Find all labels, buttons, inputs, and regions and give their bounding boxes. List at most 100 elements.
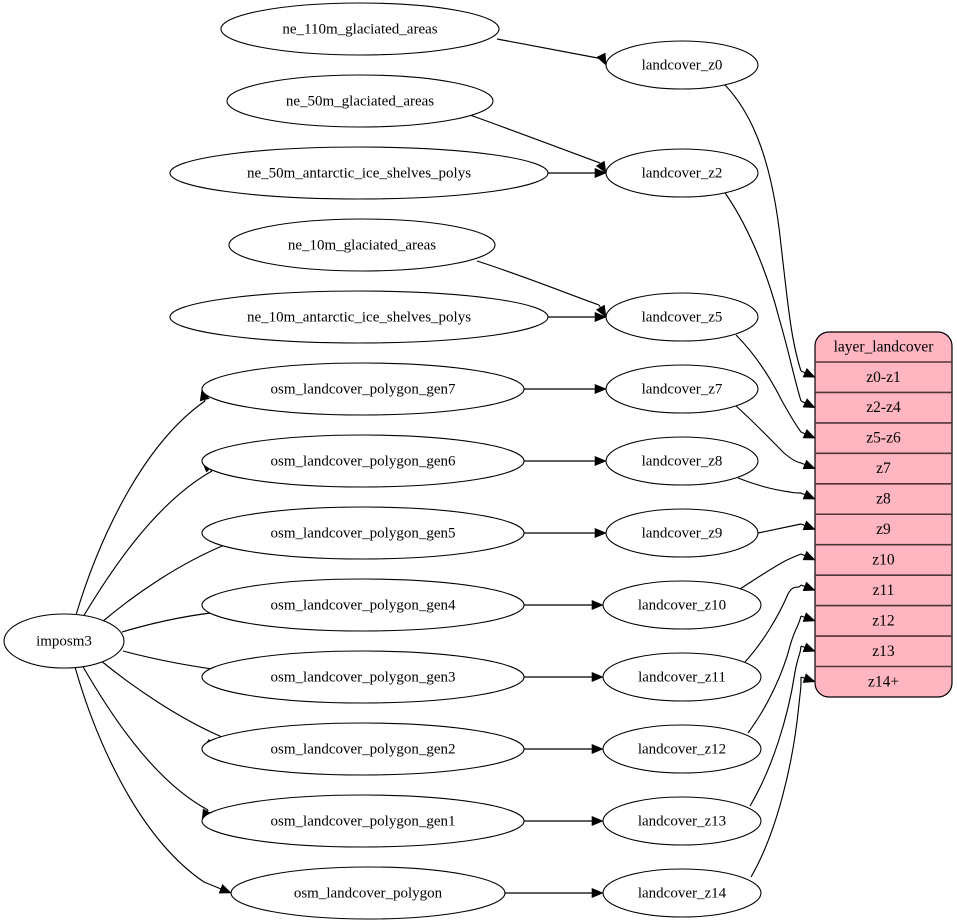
edge-landcover_z14-to-row-z14plus [750,673,816,878]
node-ne_50m_antarctic_ice_shelves_polys[interactable]: ne_50m_antarctic_ice_shelves_polys [169,146,549,200]
node-shape-landcover-view [605,148,759,198]
edge-osm_landcover_polygon_gen3-to-landcover_z11 [524,671,604,683]
node-osm_landcover_polygon_gen2[interactable]: osm_landcover_polygon_gen2 [201,722,525,776]
edge-osm_landcover_polygon_gen1-to-landcover_z13 [524,815,604,827]
table-row-z13[interactable] [815,636,952,666]
table-row-z10[interactable] [815,545,952,575]
node-ne_10m_glaciated_areas[interactable]: ne_10m_glaciated_areas [228,218,496,272]
node-shape-landcover-view [602,580,762,630]
arrowhead-icon [591,671,604,683]
table-row-z7[interactable] [815,453,952,483]
node-shape-landcover-view [602,724,762,774]
node-shape-natural-earth [169,146,549,200]
node-ne_50m_glaciated_areas[interactable]: ne_50m_glaciated_areas [226,74,494,128]
node-osm_landcover_polygon_gen3[interactable]: osm_landcover_polygon_gen3 [201,650,525,704]
arrowhead-icon [802,368,816,378]
node-landcover_z0[interactable]: landcover_z0 [605,40,759,90]
table-row-z5-z6[interactable] [815,423,952,453]
node-landcover_z14[interactable]: landcover_z14 [602,868,762,918]
edge-imposm3-to-osm_landcover_polygon [74,666,232,894]
node-shape-landcover-view [602,868,762,918]
arrowhead-icon [591,599,604,611]
node-osm_landcover_polygon[interactable]: osm_landcover_polygon [230,866,506,920]
table-row-z12[interactable] [815,606,952,636]
table-row-z11[interactable] [815,575,952,605]
arrowhead-icon [802,673,816,683]
node-landcover_z8[interactable]: landcover_z8 [605,436,759,486]
edge-landcover_z11-to-row-z11 [744,581,816,663]
node-osm_landcover_polygon_gen6[interactable]: osm_landcover_polygon_gen6 [201,434,525,488]
node-osm_landcover_polygon_gen1[interactable]: osm_landcover_polygon_gen1 [201,794,525,848]
edge-imposm3-to-osm_landcover_polygon_gen7 [75,388,210,616]
table-row-z14+[interactable] [815,667,952,697]
node-shape-osm-table [201,794,525,848]
edge-landcover_z2-to-row-z2-z4 [722,189,816,409]
node-osm_landcover_polygon_gen7[interactable]: osm_landcover_polygon_gen7 [201,362,525,416]
edge-ne_10m_glaciated_areas-to-landcover_z5 [476,260,607,318]
node-imposm3[interactable]: imposm3 [3,613,125,669]
nodes-layer: imposm3 ne_110m_glaciated_areas ne_50m_gla… [3,2,762,920]
node-ne_10m_antarctic_ice_shelves_polys[interactable]: ne_10m_antarctic_ice_shelves_polys [169,290,549,344]
arrowhead-icon [802,398,816,409]
node-landcover_z9[interactable]: landcover_z9 [605,508,759,558]
node-shape-natural-earth [226,74,494,128]
edge-ne_10m_antarctic_ice_shelves_polys-to-landcover_z5 [548,311,607,323]
node-shape-source [3,613,125,669]
layer-landcover-table[interactable]: layer_landcoverz0-z1z2-z4z5-z6z7z8z9z10z… [814,331,953,698]
arrowhead-icon [591,743,604,755]
arrowhead-icon [594,167,607,179]
layer-landcover-table-group[interactable]: layer_landcoverz0-z1z2-z4z5-z6z7z8z9z10z… [814,331,953,698]
node-shape-osm-table [201,434,525,488]
arrowhead-icon [594,311,607,323]
node-shape-landcover-view [605,436,759,486]
node-landcover_z5[interactable]: landcover_z5 [605,292,759,342]
node-landcover_z12[interactable]: landcover_z12 [602,724,762,774]
table-row-z0-z1[interactable] [815,362,952,392]
node-shape-osm-table [201,650,525,704]
table-row-z9[interactable] [815,514,952,544]
arrowhead-icon [802,520,816,531]
edge-landcover_z12-to-row-z12 [747,612,816,734]
edge-ne_50m_antarctic_ice_shelves_polys-to-landcover_z2 [548,167,607,179]
arrowhead-icon [218,884,232,894]
node-shape-natural-earth [228,218,496,272]
arrowhead-icon [802,428,816,439]
node-landcover_z7[interactable]: landcover_z7 [605,364,759,414]
arrowhead-icon [595,160,607,174]
edge-osm_landcover_polygon_gen5-to-landcover_z9 [524,527,607,539]
edge-landcover_z9-to-row-z9 [757,520,816,534]
arrowhead-icon [802,550,816,561]
edge-osm_landcover_polygon_gen7-to-landcover_z7 [524,383,607,395]
node-landcover_z13[interactable]: landcover_z13 [602,796,762,846]
arrowhead-icon [802,459,816,470]
table-row-z8[interactable] [815,484,952,514]
table-row-z2-z4[interactable] [815,392,952,422]
edge-landcover_z0-to-row-z0-z1 [721,81,816,378]
node-shape-osm-table [201,362,525,416]
edge-ne_50m_glaciated_areas-to-landcover_z2 [469,114,607,174]
node-landcover_z10[interactable]: landcover_z10 [602,580,762,630]
edges-layer [74,38,816,899]
node-shape-landcover-view [602,796,762,846]
node-shape-landcover-view [602,652,762,702]
node-shape-landcover-view [605,364,759,414]
edge-osm_landcover_polygon_gen2-to-landcover_z12 [524,743,604,755]
node-landcover_z11[interactable]: landcover_z11 [602,652,762,702]
edge-osm_landcover_polygon-to-landcover_z14 [505,887,604,899]
node-osm_landcover_polygon_gen5[interactable]: osm_landcover_polygon_gen5 [201,506,525,560]
arrowhead-icon [594,455,607,467]
node-landcover_z2[interactable]: landcover_z2 [605,148,759,198]
arrowhead-icon [594,527,607,539]
node-ne_110m_glaciated_areas[interactable]: ne_110m_glaciated_areas [220,2,500,56]
node-shape-landcover-view [605,40,759,90]
node-shape-osm-table [201,506,525,560]
node-shape-osm-table [230,866,506,920]
node-shape-osm-table [201,578,525,632]
node-shape-osm-table [201,722,525,776]
arrowhead-icon [596,52,607,66]
node-osm_landcover_polygon_gen4[interactable]: osm_landcover_polygon_gen4 [201,578,525,632]
arrowhead-icon [802,489,816,500]
edge-landcover_z13-to-row-z13 [749,642,816,807]
